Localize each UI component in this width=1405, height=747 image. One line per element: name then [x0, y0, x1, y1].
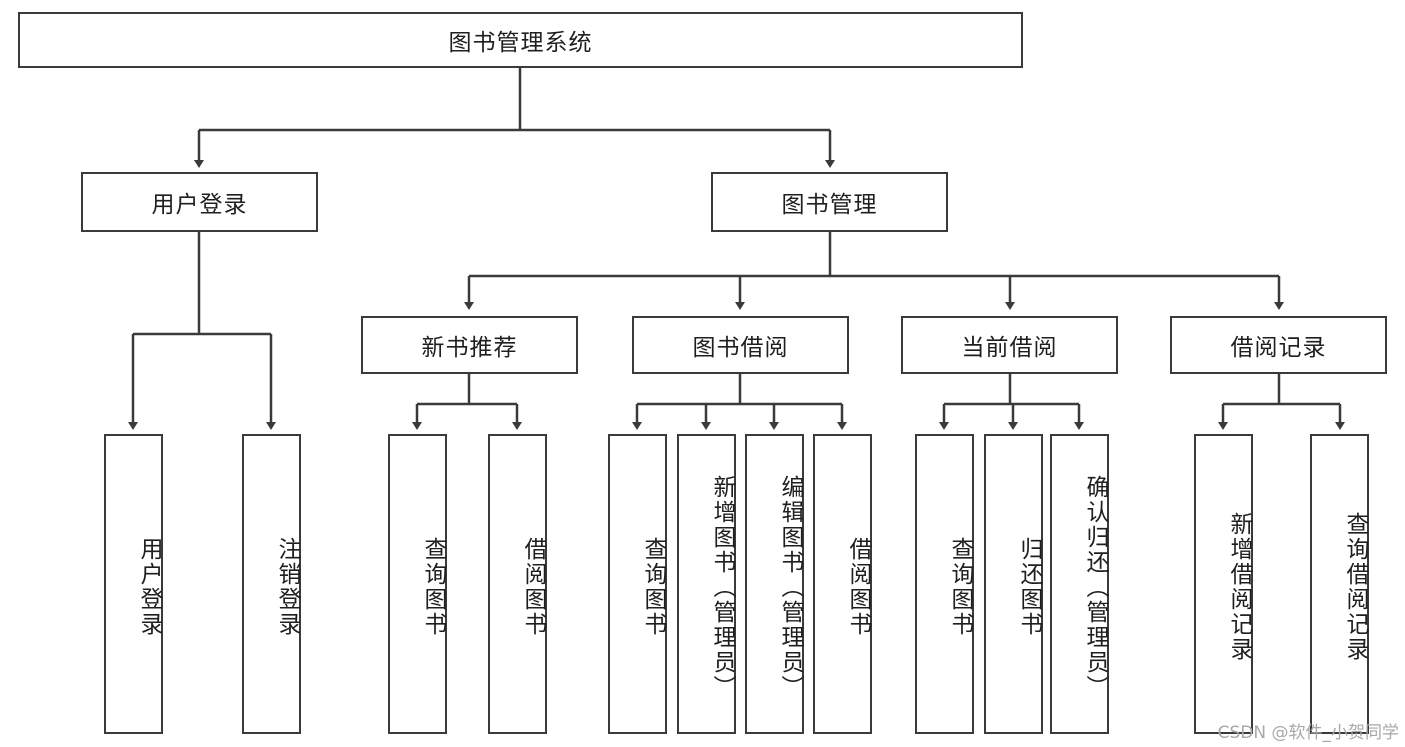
leaf-recommend-query-book[interactable]: 查询图书: [388, 434, 447, 734]
leaf-current-confirm-return-admin[interactable]: 确认归还（管理员）: [1050, 434, 1109, 734]
node-borrow-record[interactable]: 借阅记录: [1170, 316, 1387, 374]
watermark: CSDN @软件_小贺同学: [1217, 723, 1399, 743]
node-label: 归还图书: [1016, 537, 1042, 637]
node-label: 图书管理: [781, 192, 878, 218]
node-label: 查询图书: [420, 537, 446, 637]
node-label: 当前借阅: [961, 335, 1058, 361]
node-label: 用户登录: [136, 537, 162, 637]
leaf-record-add-borrow-record[interactable]: 新增借阅记录: [1194, 434, 1253, 734]
node-label: 图书管理系统: [448, 30, 593, 56]
node-label: 借阅图书: [520, 537, 546, 637]
leaf-record-query-borrow-record[interactable]: 查询借阅记录: [1310, 434, 1369, 734]
node-label: 注销登录: [274, 537, 300, 637]
node-label: 查询图书: [640, 537, 666, 637]
node-new-book-recommend[interactable]: 新书推荐: [361, 316, 578, 374]
leaf-user-login-signout[interactable]: 注销登录: [242, 434, 301, 734]
node-label: 图书借阅: [692, 335, 789, 361]
node-label: 新书推荐: [421, 335, 518, 361]
node-book-borrow[interactable]: 图书借阅: [632, 316, 849, 374]
leaf-current-return-book[interactable]: 归还图书: [984, 434, 1043, 734]
node-root-book-management-system[interactable]: 图书管理系统: [18, 12, 1023, 68]
node-label: 借阅图书: [845, 537, 871, 637]
leaf-current-query-book[interactable]: 查询图书: [915, 434, 974, 734]
node-label: 借阅记录: [1230, 335, 1327, 361]
node-label: 查询借阅记录: [1342, 512, 1368, 662]
node-book-management[interactable]: 图书管理: [711, 172, 948, 232]
leaf-user-login-signin[interactable]: 用户登录: [104, 434, 163, 734]
node-label: 编辑图书（管理员）: [777, 474, 803, 700]
leaf-borrow-borrow-book[interactable]: 借阅图书: [813, 434, 872, 734]
leaf-borrow-add-book-admin[interactable]: 新增图书（管理员）: [677, 434, 736, 734]
node-label: 新增图书（管理员）: [709, 474, 735, 700]
node-current-borrow[interactable]: 当前借阅: [901, 316, 1118, 374]
node-user-login[interactable]: 用户登录: [81, 172, 318, 232]
node-label: 查询图书: [947, 537, 973, 637]
leaf-recommend-borrow-book[interactable]: 借阅图书: [488, 434, 547, 734]
node-label: 确认归还（管理员）: [1082, 474, 1108, 700]
node-label: 用户登录: [151, 192, 248, 218]
leaf-borrow-query-book[interactable]: 查询图书: [608, 434, 667, 734]
leaf-borrow-edit-book-admin[interactable]: 编辑图书（管理员）: [745, 434, 804, 734]
node-label: 新增借阅记录: [1226, 512, 1252, 662]
